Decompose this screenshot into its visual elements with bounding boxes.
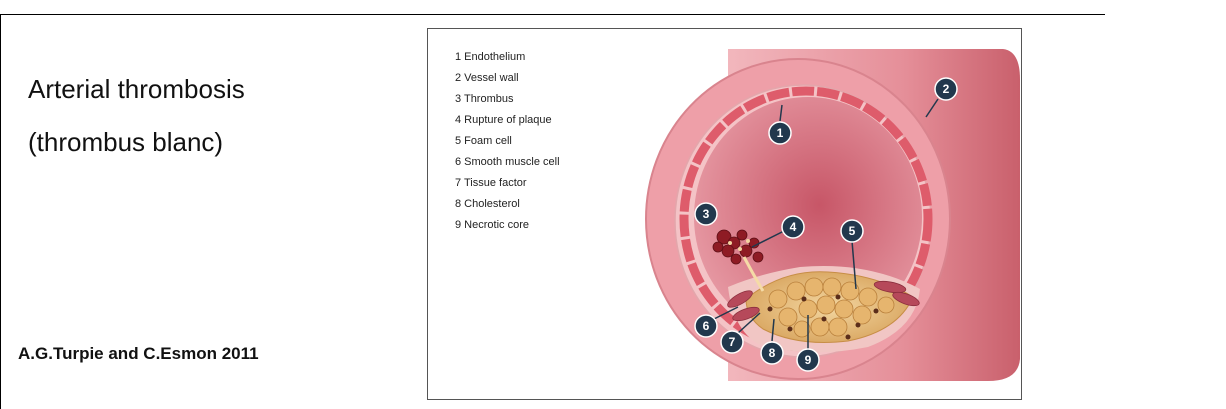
callout-2-label: 2 [943,82,950,96]
legend-item: 8 Cholesterol [455,194,560,215]
callout-9-label: 9 [805,353,812,367]
legend-item: 3 Thrombus [455,89,560,110]
artery-illustration: 1 2 3 4 5 6 7 8 9 1 End [427,28,1022,400]
callout-7-label: 7 [729,335,736,349]
callout-4-label: 4 [790,220,797,234]
legend-item: 6 Smooth muscle cell [455,152,560,173]
callout-3-label: 3 [703,207,710,221]
figure-legend: 1 Endothelium 2 Vessel wall 3 Thrombus 4… [455,47,560,236]
callout-1-label: 1 [777,126,784,140]
legend-item: 5 Foam cell [455,131,560,152]
citation: A.G.Turpie and C.Esmon 2011 [18,344,259,364]
top-rule [0,14,1105,15]
callout-6-label: 6 [703,319,710,333]
slide-title: Arterial thrombosis [28,71,245,107]
legend-item: 2 Vessel wall [455,68,560,89]
legend-item: 4 Rupture of plaque [455,110,560,131]
legend-item: 1 Endothelium [455,47,560,68]
slide-subtitle: (thrombus blanc) [28,124,223,160]
callout-5-label: 5 [849,224,856,238]
callout-8-label: 8 [769,346,776,360]
left-rule [0,14,1,409]
legend-item: 9 Necrotic core [455,215,560,236]
legend-item: 7 Tissue factor [455,173,560,194]
